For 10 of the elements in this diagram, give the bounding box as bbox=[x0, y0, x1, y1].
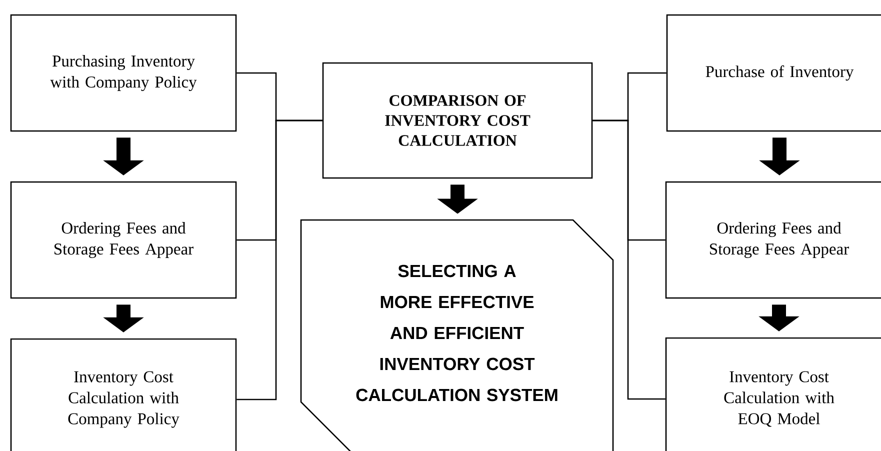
process-box: Purchasing Inventory with Company Policy bbox=[10, 14, 237, 132]
process-box: Ordering Fees and Storage Fees Appear bbox=[10, 181, 237, 299]
process-box: Purchase of Inventory bbox=[666, 14, 881, 132]
cut-corner-box: SELECTING A MORE EFFECTIVE AND EFFICIENT INVENTORY COST CALCULATION SYSTEM bbox=[300, 219, 614, 451]
process-box: COMPARISON OF INVENTORY COST CALCULATION bbox=[322, 62, 593, 179]
process-box: Ordering Fees and Storage Fees Appear bbox=[665, 181, 881, 299]
process-box: Inventory Cost Calculation with EOQ Model bbox=[665, 337, 881, 451]
connector-line bbox=[592, 120, 666, 400]
process-box: Inventory Cost Calculation with Company Policy bbox=[10, 338, 237, 451]
connector-line bbox=[236, 120, 322, 400]
